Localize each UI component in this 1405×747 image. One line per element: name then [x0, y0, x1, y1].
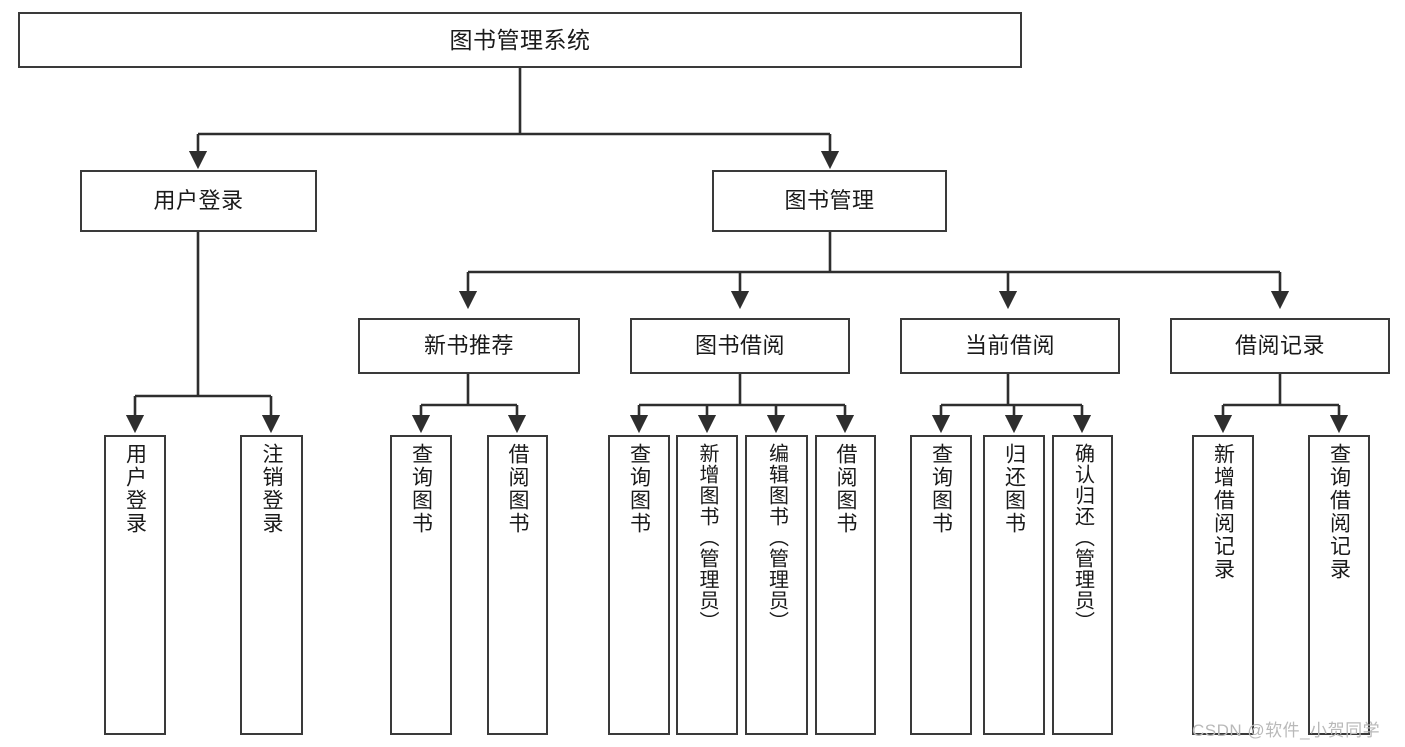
node-user-login-label: 用户登录: [153, 187, 244, 213]
node-leaf-query-book-2-label: 查询图书: [627, 443, 651, 535]
node-new-book-recommendation-label: 新书推荐: [423, 332, 514, 358]
node-current-borrow[interactable]: 当前借阅: [900, 318, 1120, 374]
node-borrow-record[interactable]: 借阅记录: [1170, 318, 1390, 374]
node-leaf-user-login-label: 用户登录: [123, 443, 147, 535]
node-borrow-record-label: 借阅记录: [1234, 332, 1325, 358]
node-leaf-user-login[interactable]: 用户登录: [104, 435, 166, 735]
node-book-borrow-label: 图书借阅: [694, 332, 785, 358]
node-leaf-edit-book-label: 编辑图书（管理员）: [765, 443, 788, 632]
node-leaf-borrow-book-1[interactable]: 借阅图书: [487, 435, 548, 735]
node-leaf-add-book[interactable]: 新增图书（管理员）: [676, 435, 738, 735]
node-leaf-return-book[interactable]: 归还图书: [983, 435, 1045, 735]
node-current-borrow-label: 当前借阅: [964, 332, 1055, 358]
node-book-borrow[interactable]: 图书借阅: [630, 318, 850, 374]
node-leaf-add-borrow-record[interactable]: 新增借阅记录: [1192, 435, 1254, 735]
node-leaf-borrow-book-1-label: 借阅图书: [506, 443, 530, 535]
node-leaf-logout[interactable]: 注销登录: [240, 435, 303, 735]
node-leaf-query-borrow-record-label: 查询借阅记录: [1327, 443, 1351, 581]
node-leaf-query-book-3-label: 查询图书: [929, 443, 953, 535]
node-book-manage-label: 图书管理: [784, 187, 875, 213]
node-leaf-confirm-return-label: 确认归还（管理员）: [1071, 443, 1094, 632]
watermark: CSDN @软件_小贺同学: [1192, 721, 1381, 740]
node-user-login[interactable]: 用户登录: [80, 170, 317, 232]
node-leaf-borrow-book-2[interactable]: 借阅图书: [815, 435, 876, 735]
node-leaf-query-book-1[interactable]: 查询图书: [390, 435, 452, 735]
node-root[interactable]: 图书管理系统: [18, 12, 1022, 68]
node-leaf-add-book-label: 新增图书（管理员）: [696, 443, 718, 632]
node-leaf-logout-label: 注销登录: [260, 443, 284, 535]
node-leaf-confirm-return[interactable]: 确认归还（管理员）: [1052, 435, 1113, 735]
node-leaf-query-book-3[interactable]: 查询图书: [910, 435, 972, 735]
node-book-manage[interactable]: 图书管理: [712, 170, 947, 232]
node-leaf-add-borrow-record-label: 新增借阅记录: [1211, 443, 1235, 581]
node-leaf-return-book-label: 归还图书: [1002, 443, 1026, 535]
node-leaf-query-borrow-record[interactable]: 查询借阅记录: [1308, 435, 1370, 735]
node-root-label: 图书管理系统: [449, 26, 591, 53]
node-leaf-query-book-2[interactable]: 查询图书: [608, 435, 670, 735]
node-leaf-query-book-1-label: 查询图书: [409, 443, 433, 535]
node-leaf-borrow-book-2-label: 借阅图书: [834, 443, 858, 535]
node-new-book-recommendation[interactable]: 新书推荐: [358, 318, 580, 374]
node-leaf-edit-book[interactable]: 编辑图书（管理员）: [745, 435, 808, 735]
